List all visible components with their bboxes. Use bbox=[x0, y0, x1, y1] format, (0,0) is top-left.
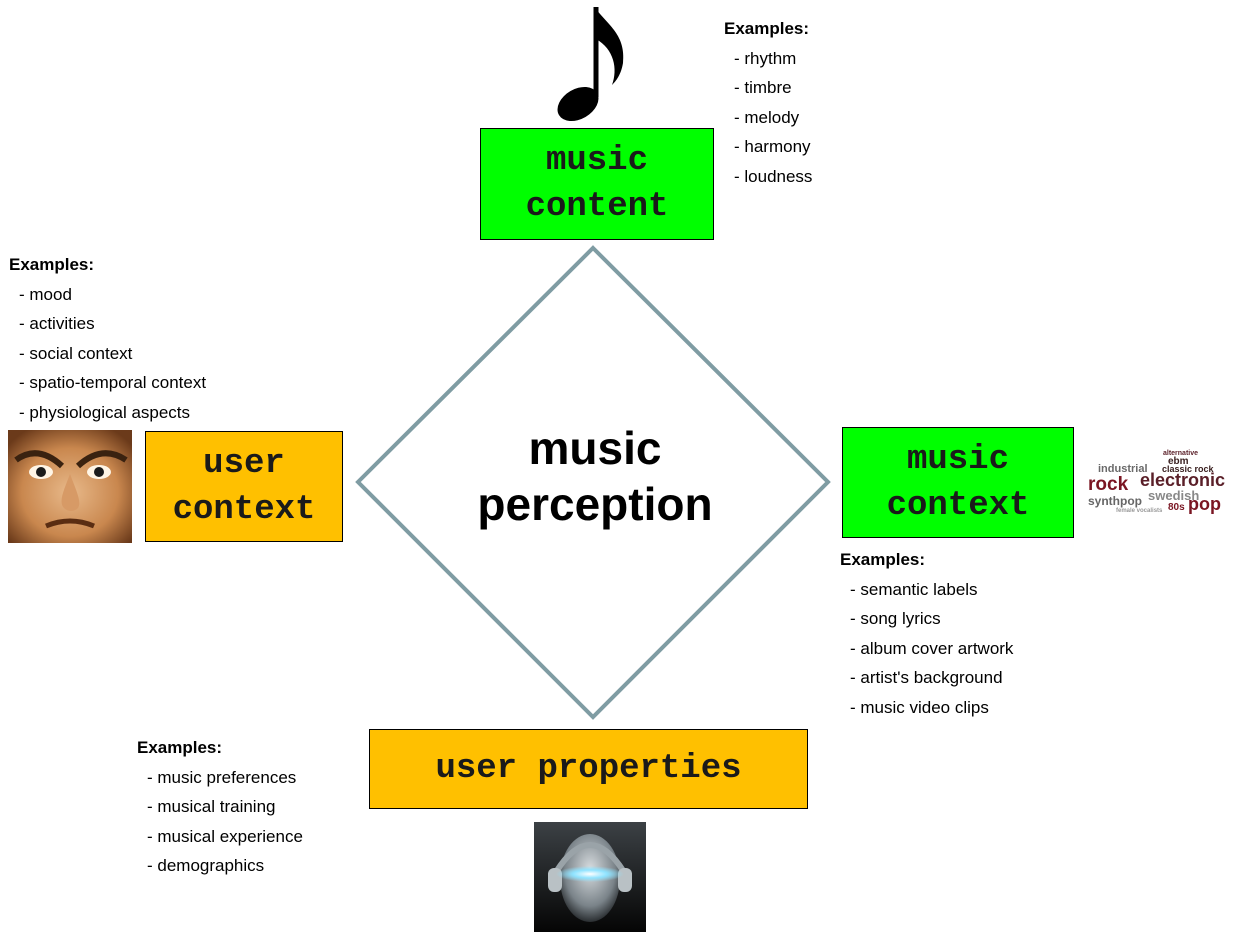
diamond-outline bbox=[355, 245, 831, 720]
example-item: - loudness bbox=[734, 166, 813, 186]
example-item: - artist's background bbox=[850, 668, 1003, 687]
angry-face-photo bbox=[8, 430, 132, 543]
tag-word: female vocalists bbox=[1116, 508, 1163, 514]
tag-word: swedish bbox=[1148, 488, 1200, 503]
example-item: - social context bbox=[19, 343, 133, 363]
tag-word: rock bbox=[1088, 474, 1129, 495]
example-item: - melody bbox=[734, 107, 800, 127]
example-item: - album cover artwork bbox=[850, 638, 1014, 658]
examples-list: - music preferences - musical training -… bbox=[137, 763, 303, 881]
music-content-box: music content bbox=[480, 128, 714, 240]
tag-word: synthpop bbox=[1088, 494, 1142, 508]
example-item: - timbre bbox=[734, 78, 792, 97]
examples-title: Examples: bbox=[9, 255, 95, 274]
tag-cloud-image: alternative ebm industrial classic rock … bbox=[1088, 450, 1234, 522]
music-content-examples: Examples: - rhythm - timbre - melody - h… bbox=[724, 14, 812, 191]
examples-title: Examples: bbox=[840, 550, 926, 569]
user-context-box: user context bbox=[145, 431, 343, 542]
tag-word: industrial bbox=[1098, 463, 1148, 475]
example-item: - music video clips bbox=[850, 697, 989, 717]
example-item: - semantic labels bbox=[850, 579, 978, 599]
example-item: - mood bbox=[19, 284, 72, 304]
example-item: - musical training bbox=[147, 797, 276, 816]
music-context-examples: Examples: - semantic labels - song lyric… bbox=[840, 545, 1013, 722]
example-item: - demographics bbox=[147, 856, 265, 875]
examples-list: - rhythm - timbre - melody - harmony - l… bbox=[724, 44, 812, 192]
headphones-head-image bbox=[534, 822, 646, 932]
user-properties-examples: Examples: - music preferences - musical … bbox=[137, 733, 303, 881]
tag-word: pop bbox=[1188, 494, 1221, 514]
tag-word: 80s bbox=[1168, 502, 1185, 513]
center-label: music perception bbox=[477, 422, 713, 530]
example-item: - physiological aspects bbox=[19, 402, 191, 422]
example-item: - activities bbox=[19, 314, 95, 333]
examples-title: Examples: bbox=[137, 738, 223, 757]
music-context-box: music context bbox=[842, 427, 1074, 538]
examples-list: - semantic labels - song lyrics - album … bbox=[840, 575, 1013, 723]
example-item: - spatio-temporal context bbox=[19, 373, 207, 392]
eighth-note-icon bbox=[557, 7, 624, 122]
example-item: - music preferences bbox=[147, 767, 297, 787]
examples-title: Examples: bbox=[724, 19, 810, 38]
tag-word: classic rock bbox=[1162, 464, 1214, 474]
user-context-examples: Examples: - mood - activities - social c… bbox=[9, 250, 206, 427]
user-properties-box: user properties bbox=[369, 729, 808, 809]
tag-word: electronic bbox=[1140, 470, 1226, 490]
example-item: - musical experience bbox=[147, 826, 303, 846]
examples-list: - mood - activities - social context - s… bbox=[9, 280, 206, 428]
example-item: - harmony bbox=[734, 137, 811, 156]
example-item: - song lyrics bbox=[850, 609, 941, 628]
tag-word: alternative bbox=[1163, 450, 1199, 457]
tag-word: ebm bbox=[1168, 456, 1189, 467]
example-item: - rhythm bbox=[734, 48, 797, 68]
